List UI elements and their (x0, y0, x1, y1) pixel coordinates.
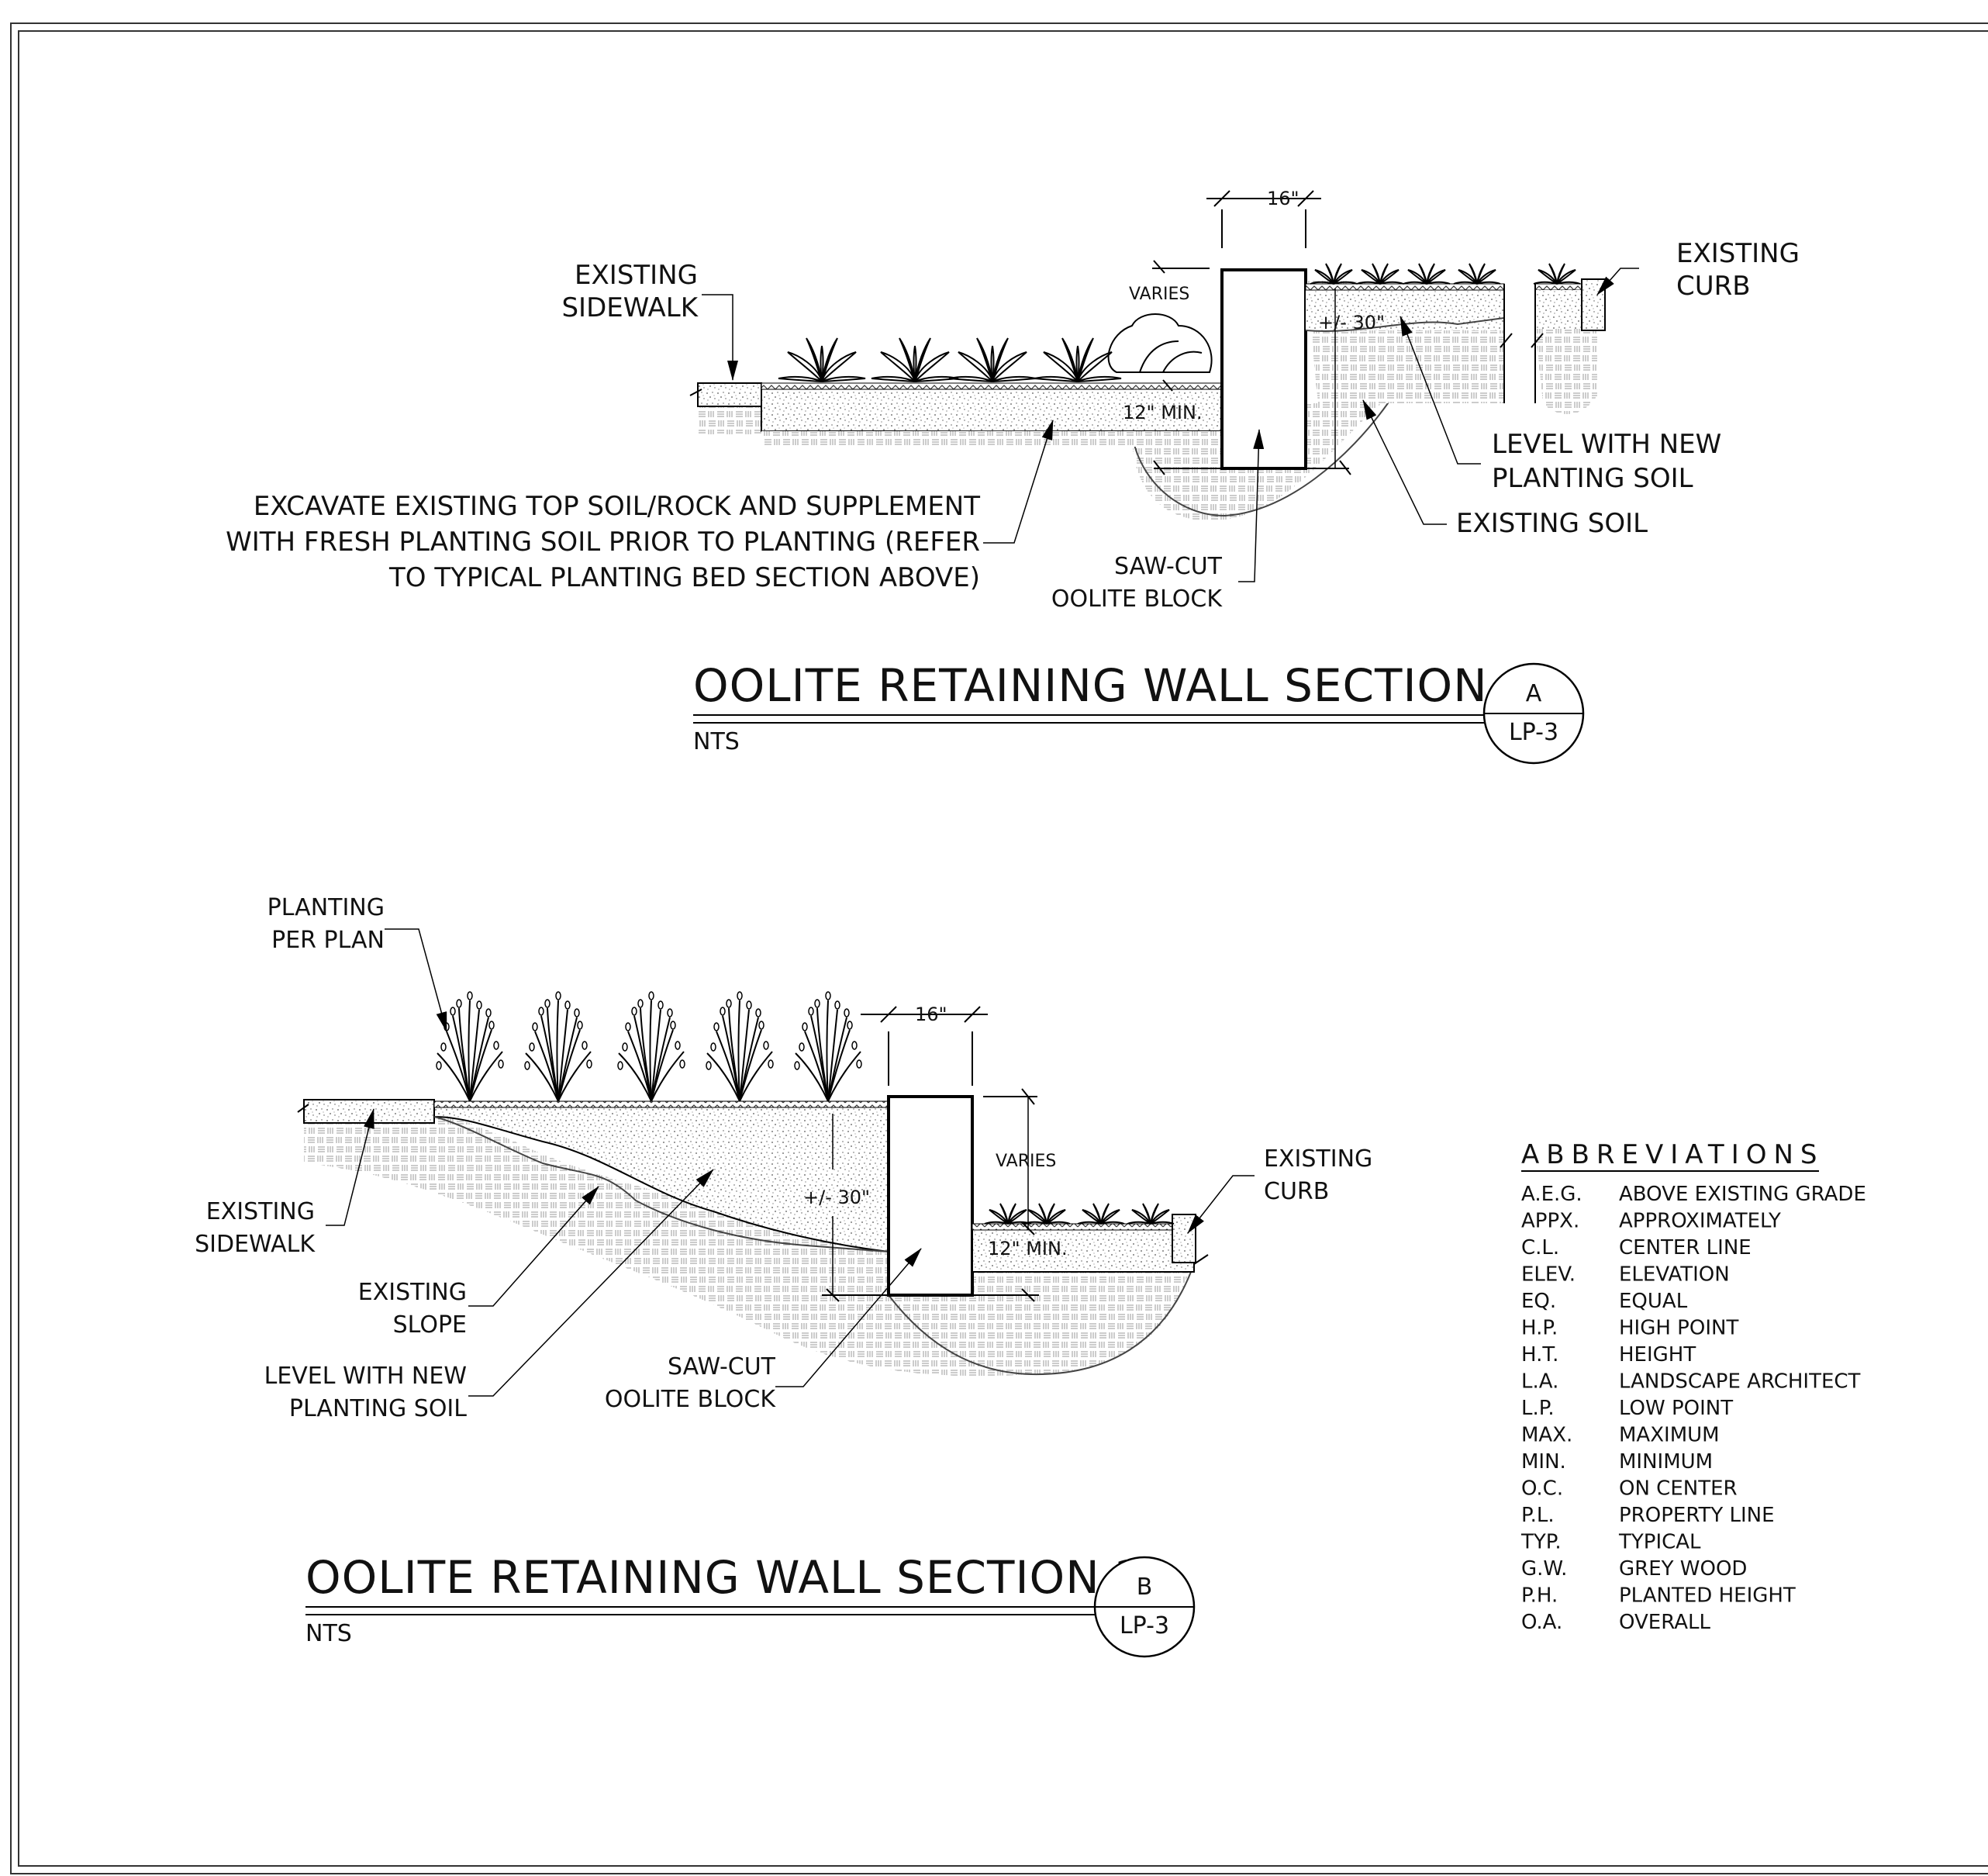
section-b-dim-width: 16" (915, 1004, 947, 1025)
section-b-label-planting-1: PLANTING (267, 894, 385, 921)
abbreviation-meaning: ON CENTER (1619, 1477, 1738, 1501)
oolite-block-a (1220, 268, 1307, 470)
section-a-labels: 16" VARIES +/- 30" 12" MIN. EXISTING SID… (226, 188, 1800, 765)
existing-curb-b (1172, 1214, 1196, 1263)
oolite-block-b (887, 1095, 974, 1297)
section-a-callout-letter: A (1526, 680, 1542, 707)
section-a-label-sidewalk-1: EXISTING (575, 260, 698, 291)
section-a-label-curb-2: CURB (1676, 271, 1751, 302)
section-a-label-excavate-1: EXCAVATE EXISTING TOP SOIL/ROCK AND SUPP… (254, 491, 980, 522)
planting-soil-b-right (972, 1228, 1195, 1273)
section-b-callout-sheet: LP-3 (1120, 1612, 1169, 1639)
section-b-dim-min: 12" MIN. (988, 1238, 1068, 1259)
abbreviation-code: O.A. (1521, 1611, 1562, 1634)
section-b-callout-letter: B (1137, 1574, 1153, 1601)
section-a-dim-width: 16" (1267, 188, 1299, 209)
section-b-dim-height: +/- 30" (803, 1187, 870, 1208)
inner-border (18, 30, 1988, 1867)
abbreviation-code: MIN. (1521, 1450, 1566, 1474)
abbreviation-meaning: APPROXIMATELY (1619, 1210, 1781, 1233)
outer-border (10, 22, 1988, 1874)
section-a-label-sawcut-1: SAW-CUT (1114, 553, 1223, 580)
abbreviation-meaning: ELEVATION (1619, 1263, 1730, 1287)
existing-sidewalk-slab (697, 382, 762, 407)
section-a-label-excavate-2: WITH FRESH PLANTING SOIL PRIOR TO PLANTI… (226, 527, 980, 558)
section-b-label-level-2: PLANTING SOIL (289, 1395, 467, 1422)
abbreviation-code: H.P. (1521, 1317, 1558, 1340)
abbreviation-code: TYP. (1520, 1531, 1562, 1554)
section-b-label-sawcut-2: OOLITE BLOCK (605, 1386, 776, 1413)
section-a-label-curb-1: EXISTING (1676, 238, 1800, 269)
section-a-dim-varies: VARIES (1129, 285, 1189, 304)
section-a-label-level-2: PLANTING SOIL (1492, 463, 1693, 494)
section-a-title: OOLITE RETAINING WALL SECTION 1 (693, 659, 1532, 712)
section-b-drawing (297, 928, 1255, 1397)
section-a-callout-sheet: LP-3 (1509, 719, 1558, 746)
section-b-label-level-1: LEVEL WITH NEW (264, 1363, 467, 1390)
abbreviation-meaning: LOW POINT (1619, 1397, 1733, 1420)
section-b-label-sidewalk-1: EXISTING (206, 1198, 315, 1225)
abbreviation-code: O.C. (1521, 1477, 1563, 1501)
abbreviation-meaning: HEIGHT (1619, 1343, 1696, 1366)
section-b-label-planting-2: PER PLAN (271, 927, 385, 954)
abbreviation-meaning: PLANTED HEIGHT (1619, 1584, 1796, 1608)
section-a-label-existing-soil: EXISTING SOIL (1456, 508, 1648, 539)
abbreviation-meaning: EQUAL (1619, 1290, 1688, 1313)
abbreviation-meaning: ABOVE EXISTING GRADE (1619, 1183, 1866, 1206)
section-a-label-excavate-3: TO TYPICAL PLANTING BED SECTION ABOVE) (388, 562, 980, 593)
abbreviation-code: L.P. (1521, 1397, 1555, 1420)
abbreviation-meaning: PROPERTY LINE (1619, 1504, 1775, 1527)
abbreviation-code: APPX. (1521, 1210, 1579, 1233)
abbreviation-code: A.E.G. (1521, 1183, 1582, 1206)
abbreviation-meaning: GREY WOOD (1619, 1557, 1747, 1581)
section-b-label-sidewalk-2: SIDEWALK (195, 1231, 316, 1258)
abbreviations-heading: ABBREVIATIONS (1521, 1139, 1824, 1170)
section-a-dim-min: 12" MIN. (1123, 402, 1203, 423)
abbreviation-meaning: LANDSCAPE ARCHITECT (1619, 1370, 1861, 1394)
section-a-label-level-1: LEVEL WITH NEW (1492, 429, 1721, 460)
section-a-label-sawcut-2: OOLITE BLOCK (1051, 586, 1223, 613)
section-a-drawing (689, 190, 1639, 582)
section-a-dim-height: +/- 30" (1318, 312, 1385, 333)
abbreviation-meaning: OVERALL (1619, 1611, 1711, 1634)
existing-curb-a (1581, 278, 1606, 331)
existing-sidewalk-slab-b (303, 1099, 435, 1124)
abbreviation-code: C.L. (1521, 1236, 1559, 1259)
abbreviation-code: EQ. (1521, 1290, 1556, 1313)
abbreviations-table: ABBREVIATIONS A.E.G. ABOVE EXISTING GRADE… (1520, 1139, 1866, 1634)
planting-soil-b (433, 1105, 889, 1253)
abbreviation-code: MAX. (1521, 1424, 1572, 1447)
section-b-scale: NTS (305, 1620, 352, 1647)
abbreviation-code: P.H. (1521, 1584, 1558, 1608)
abbreviation-code: G.W. (1521, 1557, 1567, 1581)
abbreviation-code: P.L. (1521, 1504, 1555, 1527)
abbreviation-code: H.T. (1521, 1343, 1558, 1366)
abbreviation-meaning: MAXIMUM (1619, 1424, 1720, 1447)
abbreviation-code: ELEV. (1521, 1263, 1576, 1287)
abbreviation-code: L.A. (1521, 1370, 1558, 1394)
section-b-label-sawcut-1: SAW-CUT (668, 1353, 776, 1380)
abbreviation-meaning: HIGH POINT (1619, 1317, 1738, 1340)
section-a-label-sidewalk-2: SIDEWALK (561, 292, 699, 323)
section-b-label-slope-1: EXISTING (358, 1279, 467, 1306)
section-b-title: OOLITE RETAINING WALL SECTION 2 (305, 1551, 1144, 1604)
section-a-scale: NTS (693, 728, 740, 755)
section-b-label-curb-2: CURB (1264, 1178, 1329, 1205)
section-b-labels: 16" VARIES +/- 30" 12" MIN. PLANTING PER… (195, 894, 1372, 1658)
abbreviation-meaning: TYPICAL (1618, 1531, 1701, 1554)
abbreviation-meaning: CENTER LINE (1619, 1236, 1752, 1259)
section-b-label-slope-2: SLOPE (393, 1311, 467, 1339)
section-b-label-curb-1: EXISTING (1264, 1145, 1372, 1173)
section-b-dim-varies: VARIES (996, 1152, 1056, 1171)
abbreviation-meaning: MINIMUM (1619, 1450, 1713, 1474)
